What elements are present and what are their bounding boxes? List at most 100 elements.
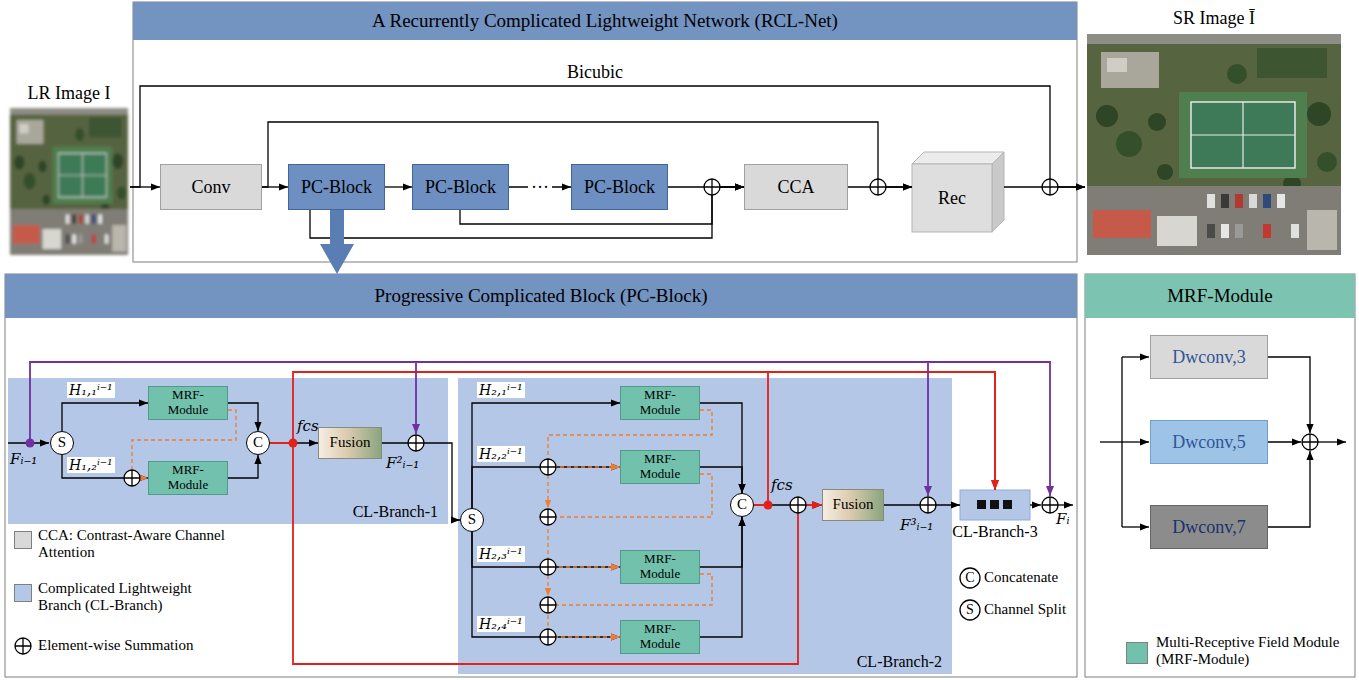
node-text: A Recurrently Complicated Lightweight Ne… (372, 10, 838, 32)
node-text: MRF-Module (630, 622, 690, 652)
node-text: CCA (777, 177, 814, 198)
label-holder: F³ᵢ₋₁ (900, 517, 933, 534)
mrf-module-box: MRF-Module (148, 386, 228, 420)
pc-block-panel-body (5, 274, 1077, 677)
legend-text-holder: Complicated Lightweight Branch (CL-Branc… (38, 580, 228, 615)
node-text: S (58, 434, 66, 451)
dwconv-box: Dwconv,3 (1150, 335, 1268, 379)
label-holder: Fᵢ (1056, 511, 1069, 528)
node-text: Rec (938, 188, 966, 209)
node-text: Dwconv,3 (1172, 347, 1245, 368)
legend-symbol-letter: S (966, 602, 974, 618)
region-title: CL-Branch-2 (857, 653, 942, 671)
edge-label: H₂,₁ⁱ⁻¹ (477, 382, 525, 398)
connector (385, 186, 412, 187)
lr-aerial-image (10, 108, 128, 255)
concat-circle: C (730, 493, 754, 517)
node-text: C (737, 496, 747, 513)
node-text: Conv (191, 177, 230, 198)
branch-dot (26, 439, 35, 448)
cl-branch-3-box: CL-Branch-3 (960, 490, 1030, 520)
legend-circle (960, 568, 980, 588)
edge-label-holder: H₂,₄ⁱ⁻¹ (477, 616, 525, 632)
signal-label: F²ᵢ₋₁ (386, 455, 419, 472)
header-band: Progressive Complicated Block (PC-Block) (5, 274, 1077, 318)
legend-circle (960, 600, 980, 620)
edge-label-holder: H₂,₁ⁱ⁻¹ (477, 382, 525, 398)
io-wires (8, 443, 1073, 505)
pc-block-panel: Progressive Complicated Block (PC-Block)… (5, 274, 1077, 677)
connector (700, 467, 742, 493)
network-panel-body (133, 2, 1077, 262)
box-caption: CL-Branch-3 (930, 523, 1060, 541)
split-circle: S (50, 431, 74, 455)
edge-label: H₂,₃ⁱ⁻¹ (477, 546, 525, 562)
node-text: SR Image Ī (1173, 8, 1255, 29)
node-text: Fusion (833, 496, 874, 513)
image-title: LR Image I (8, 80, 130, 106)
node-text: CL-Branch-3 (952, 523, 1037, 541)
split-circle: S (460, 508, 484, 532)
legend-text-holder: CCA: Contrast-Aware Channel Attention (38, 527, 238, 562)
branch-dot (289, 439, 298, 448)
header-band: MRF-Module (1085, 274, 1355, 318)
dwconv-box: Dwconv,7 (1150, 505, 1268, 549)
legend-text: Concatenate (984, 569, 1058, 586)
legend-swatch (14, 531, 32, 549)
legend-text: Channel Split (984, 601, 1066, 618)
node-text: Dwconv,5 (1172, 432, 1245, 453)
legend-text-holder: Multi-Receptive Field Module (MRF-Module… (1156, 634, 1348, 669)
edge-label-holder: H₂,₂ⁱ⁻¹ (477, 446, 525, 462)
cube-face: Rec (912, 164, 992, 232)
connector (228, 455, 258, 478)
connector (700, 517, 742, 637)
mrf-module-box: MRF-Module (620, 450, 700, 484)
cl-branch-region: CL-Branch-1SMRF-ModuleMRF-ModuleCFusion (8, 378, 448, 524)
branch-dot (764, 501, 773, 510)
edge-label: H₁,₁ⁱ⁻¹ (67, 382, 115, 398)
legend-text-holder: Concatenate (984, 569, 1076, 586)
residual-wires (30, 362, 1050, 496)
node-text: MRF-Module (158, 388, 218, 418)
node-text: Dwconv,7 (1172, 517, 1245, 538)
connector (472, 532, 620, 637)
label-holder: fcs (297, 418, 319, 435)
cl-branch-region-fill (458, 378, 952, 674)
node-text: LR Image I (28, 83, 111, 104)
mrf-wires (1100, 357, 1346, 527)
cl-branch-region-fill (8, 378, 448, 524)
legend-text: Element-wise Summation (38, 637, 193, 654)
fusion-box: Fusion (318, 427, 382, 459)
legend-text: CCA: Contrast-Aware Channel Attention (38, 527, 238, 562)
pc-block: PC-Block (288, 164, 385, 210)
legend-swatch (14, 584, 32, 602)
cl-branch-region: CL-Branch-2SMRF-ModuleMRF-ModuleMRF-Modu… (458, 378, 952, 674)
node-text: PC-Block (425, 177, 496, 198)
network-panel: A Recurrently Complicated Lightweight Ne… (133, 2, 1077, 262)
node-text: MRF-Module (630, 452, 690, 482)
mrf-module-box: MRF-Module (620, 386, 700, 420)
block-arrow (330, 210, 344, 254)
sr-aerial-image (1087, 34, 1341, 255)
mrf-module-panel: MRF-ModuleDwconv,3Dwconv,5Dwconv,7 (1085, 274, 1355, 677)
node-text: Fusion (330, 434, 371, 451)
node-text: S (468, 511, 476, 528)
connector (472, 403, 620, 508)
signal-label: Fᵢ (1056, 511, 1069, 528)
rec-cube (912, 152, 1004, 232)
accumulate-wires (547, 475, 548, 596)
connector (62, 403, 148, 431)
label-holder: ··· (528, 177, 552, 198)
header-band: A Recurrently Complicated Lightweight Ne… (133, 2, 1077, 40)
mrf-panel-body (1085, 274, 1355, 677)
connector (700, 517, 742, 567)
lr-image: LR Image I (8, 80, 130, 258)
label-holder: fcs (771, 477, 793, 494)
connector (270, 372, 995, 490)
region-title: CL-Branch-1 (353, 503, 438, 521)
edge-label: H₁,₂ⁱ⁻¹ (67, 457, 115, 473)
connector (228, 403, 258, 431)
signal-label: F³ᵢ₋₁ (900, 517, 933, 534)
node-text: C (253, 434, 263, 451)
